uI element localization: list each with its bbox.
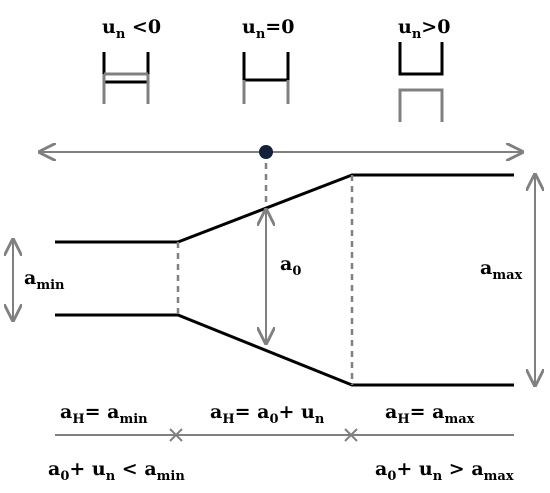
icon-touching [242,52,290,104]
condition-label-right: a0+ un > amax [375,458,514,484]
region-label-right: aH= amax [385,401,475,427]
label-un-zero: un=0 [242,16,294,42]
icon-overlap [102,52,150,104]
center-point [259,145,273,159]
label-amax: amax [480,257,522,283]
label-un-negative: un <0 [102,16,161,42]
bottom-region-line [55,428,514,442]
icon-separated [398,42,444,122]
label-un-positive: un>0 [398,16,450,42]
region-label-left: aH= amin [60,401,148,427]
condition-label-left: a0+ un < amin [48,458,185,484]
gap-profile [55,173,514,387]
label-a0: a0 [280,253,301,279]
region-label-middle: aH= a0+ un [210,401,325,427]
label-amin: amin [24,267,65,293]
